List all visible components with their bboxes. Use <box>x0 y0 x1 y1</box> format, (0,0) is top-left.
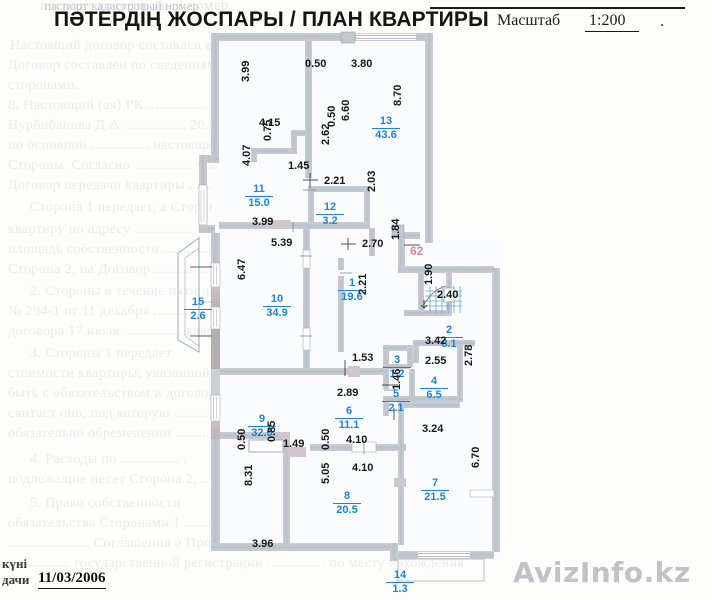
dimension-label: 1.46 <box>391 368 403 390</box>
room-number: 5 <box>382 388 410 402</box>
room-number: 11 <box>245 183 273 197</box>
dimension-label: 3.24 <box>422 423 444 435</box>
dimension-label: 0.75 <box>262 119 274 141</box>
room-area: 1.3 <box>392 582 408 595</box>
room-number: 1 <box>338 277 366 291</box>
room-number: 9 <box>248 413 276 427</box>
room-area: 2.1 <box>388 401 404 414</box>
room-number: 8 <box>333 490 361 504</box>
dimension-label: 5.05 <box>320 462 332 484</box>
dimension-label: 2.70 <box>362 238 384 250</box>
internal-walls <box>219 41 494 546</box>
dimension-label: 2.03 <box>366 170 378 192</box>
dimension-label: 2.40 <box>437 289 459 301</box>
dimension-label: 2.55 <box>425 355 447 367</box>
dimension-label: 0.85 <box>266 420 278 442</box>
room-number: 4 <box>420 375 448 389</box>
room-area: 19.6 <box>341 290 363 303</box>
dimension-label: 6.60 <box>340 99 352 121</box>
dimension-label: 2.62 <box>320 123 332 145</box>
dimension-label: 4.10 <box>352 462 374 474</box>
balcony-14 <box>397 558 485 582</box>
balcony-15 <box>177 237 215 353</box>
room-number: 15 <box>184 296 212 310</box>
dimension-label: 3.96 <box>252 538 274 550</box>
dimension-label: 1.45 <box>288 160 310 172</box>
dimension-label: 0.50 <box>305 58 327 70</box>
dimension-label: 3.99 <box>240 60 252 82</box>
room-number: 14 <box>386 569 414 583</box>
dimension-label: 0.50 <box>320 428 332 450</box>
scale-label: Масштаб <box>497 12 561 29</box>
dimension-label: 4.10 <box>346 434 368 446</box>
room-area: 43.6 <box>375 128 397 141</box>
dimension-label: 6.70 <box>470 446 482 468</box>
dimension-label: 2.78 <box>463 344 475 366</box>
page-title: ПӘТЕРДІҢ ЖОСПАРЫ / ПЛАН КВАРТИРЫ <box>54 8 489 31</box>
dimension-label: 1.49 <box>283 438 305 450</box>
room-number: 7 <box>421 477 449 491</box>
dimension-label: 3.80 <box>351 58 373 70</box>
footer-kz-label: күні <box>2 556 28 571</box>
dimension-label: 8.31 <box>243 464 255 486</box>
dimension-label: 4.07 <box>241 144 253 166</box>
room-number: 2 <box>435 324 463 338</box>
dimension-label: 2.89 <box>337 387 359 399</box>
room-area: 34.9 <box>266 306 288 319</box>
room-area: 1.2 <box>389 367 405 380</box>
room-number: 6 <box>335 405 363 419</box>
room-area: 20.5 <box>336 503 358 516</box>
dimension-label: 1.90 <box>423 263 435 285</box>
dimension-label: 0.50 <box>236 428 248 450</box>
room-area: 8.1 <box>441 337 457 350</box>
apartment-number-label: 62 <box>410 244 424 258</box>
dimension-label: 4.15 <box>259 117 281 129</box>
scale-value: 1:200 <box>585 12 640 32</box>
room-area: 11.1 <box>338 418 360 431</box>
room-number: 13 <box>372 115 400 129</box>
header-faint-text: паспорт кадастровый номер <box>44 0 199 13</box>
dimension-label: 1.84 <box>390 218 402 240</box>
room-number: 10 <box>263 293 291 307</box>
dimension-label: 2.21 <box>324 175 346 187</box>
watermark: AvizInfo.kz <box>513 556 691 589</box>
dimension-label: 6.47 <box>236 258 248 280</box>
footer-ru-label: дачи <box>2 572 30 587</box>
header-rule <box>430 7 685 9</box>
dimension-label: 2.21 <box>357 273 369 295</box>
room-area: 15.0 <box>248 196 270 209</box>
dimension-ticks <box>190 173 420 420</box>
room-area: 6.5 <box>426 388 442 401</box>
dimension-label: 3.42 <box>425 335 447 347</box>
dimension-label: 1.53 <box>352 352 374 364</box>
dimension-label: 8.70 <box>392 84 404 106</box>
dimension-label: 3.99 <box>252 216 274 228</box>
issue-date: 11/03/2006 <box>38 570 106 589</box>
room-area: 2.6 <box>190 309 206 322</box>
room-area: 21.5 <box>424 490 446 503</box>
outer-walls <box>198 31 500 561</box>
scale-trailing-dot: . <box>660 13 664 30</box>
room-area: 3.2 <box>322 214 338 227</box>
room-area: 32.0 <box>251 426 273 439</box>
room-number: 12 <box>316 201 344 215</box>
room-number: 3 <box>383 354 411 368</box>
dimension-label: 5.39 <box>271 237 293 249</box>
